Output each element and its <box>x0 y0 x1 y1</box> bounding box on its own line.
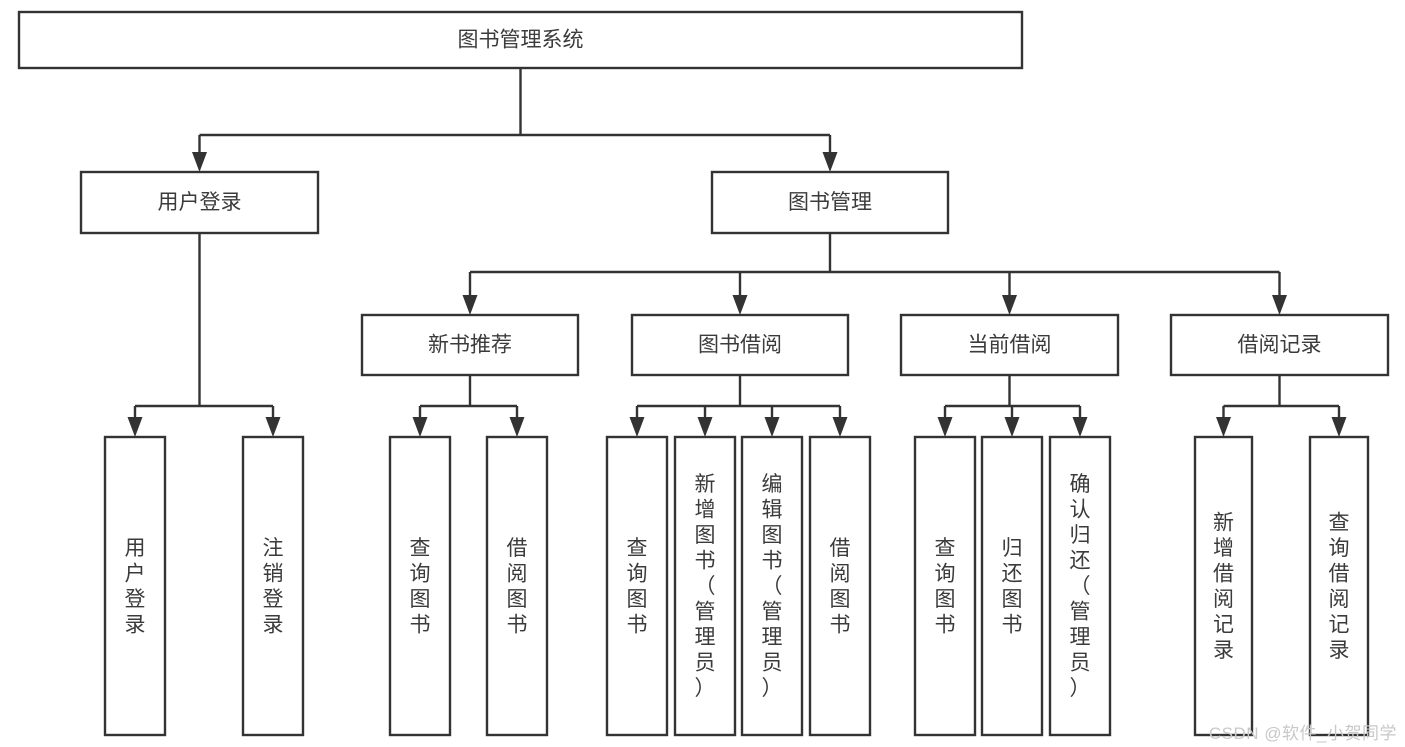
node-box <box>388 435 452 737</box>
node-box <box>1193 435 1254 737</box>
edges-layer <box>127 68 1347 437</box>
node-leaf-user-login[interactable]: 用户登录 <box>103 435 167 737</box>
node-box <box>605 435 669 737</box>
node-box <box>740 435 804 737</box>
node-leaf-add-book[interactable]: 新增图书（管理员） <box>673 435 737 737</box>
node-box <box>980 435 1044 737</box>
node-box <box>710 170 950 235</box>
node-leaf-borrow-book-1[interactable]: 借阅图书 <box>485 435 549 737</box>
node-label: 借阅图书 <box>830 537 851 637</box>
arrow-head-icon <box>462 295 478 315</box>
node-label: 确认归还（管理员） <box>1070 473 1091 700</box>
node-box <box>485 435 549 737</box>
node-label: 查询图书 <box>410 537 431 637</box>
node-leaf-query-book-3[interactable]: 查询图书 <box>913 435 977 737</box>
node-label: 编辑图书（管理员） <box>762 473 783 700</box>
node-book-borrow[interactable]: 图书借阅 <box>630 313 850 377</box>
arrow-head-icon <box>732 295 748 315</box>
node-box <box>673 435 737 737</box>
node-current-borrow[interactable]: 当前借阅 <box>899 313 1120 377</box>
node-box <box>241 435 305 737</box>
node-box <box>1308 435 1370 737</box>
edge-group-root <box>192 68 838 172</box>
node-box <box>103 435 167 737</box>
node-box <box>1169 313 1390 377</box>
arrow-head-icon <box>509 417 525 437</box>
arrow-head-icon <box>1004 417 1020 437</box>
arrow-head-icon <box>192 152 207 172</box>
nodes-layer: 图书管理系统用户登录图书管理新书推荐图书借阅当前借阅借阅记录用户登录注销登录查询… <box>17 10 1390 737</box>
node-leaf-query-book-1[interactable]: 查询图书 <box>388 435 452 737</box>
node-leaf-borrow-book-2[interactable]: 借阅图书 <box>808 435 872 737</box>
node-label: 借阅图书 <box>507 537 528 637</box>
node-leaf-edit-book[interactable]: 编辑图书（管理员） <box>740 435 804 737</box>
node-box <box>1048 435 1112 737</box>
node-new-book-rec[interactable]: 新书推荐 <box>360 313 580 377</box>
arrow-head-icon <box>1072 417 1088 437</box>
node-label: 归还图书 <box>1002 537 1023 637</box>
node-box <box>360 313 580 377</box>
node-box <box>913 435 977 737</box>
node-leaf-confirm-return[interactable]: 确认归还（管理员） <box>1048 435 1112 737</box>
arrow-head-icon <box>127 417 143 437</box>
node-label: 注销登录 <box>263 537 284 637</box>
node-leaf-query-record[interactable]: 查询借阅记录 <box>1308 435 1370 737</box>
csdn-watermark: CSDN @软件_小贺同学 <box>1208 724 1397 743</box>
node-label: 新增图书（管理员） <box>695 473 716 700</box>
arrow-head-icon <box>1272 295 1287 315</box>
edge-group-current-borrow <box>937 375 1088 437</box>
arrow-head-icon <box>1002 295 1017 315</box>
node-book-manage[interactable]: 图书管理 <box>710 170 950 235</box>
node-label: 当前借阅 <box>968 334 1052 357</box>
node-leaf-query-book-2[interactable]: 查询图书 <box>605 435 669 737</box>
node-user-login[interactable]: 用户登录 <box>79 170 320 235</box>
node-label: 用户登录 <box>158 191 242 214</box>
arrow-head-icon <box>822 152 838 172</box>
node-box <box>808 435 872 737</box>
node-label: 查询图书 <box>627 537 648 637</box>
node-leaf-return-book[interactable]: 归还图书 <box>980 435 1044 737</box>
arrow-head-icon <box>629 417 645 437</box>
arrow-head-icon <box>832 417 848 437</box>
node-leaf-add-record[interactable]: 新增借阅记录 <box>1193 435 1254 737</box>
arrow-head-icon <box>937 417 953 437</box>
edge-group-book-borrow <box>629 375 848 437</box>
edge-group-borrow-record <box>1216 375 1347 437</box>
edge-group-user-login <box>127 233 281 437</box>
node-label: 查询图书 <box>935 537 956 637</box>
node-leaf-logout[interactable]: 注销登录 <box>241 435 305 737</box>
node-borrow-record[interactable]: 借阅记录 <box>1169 313 1390 377</box>
arrow-head-icon <box>412 417 428 437</box>
arrow-head-icon <box>764 417 780 437</box>
node-box <box>630 313 850 377</box>
node-label: 新书推荐 <box>428 334 512 357</box>
node-box <box>899 313 1120 377</box>
node-label: 图书管理系统 <box>458 29 584 52</box>
node-root[interactable]: 图书管理系统 <box>17 10 1024 70</box>
node-label: 图书管理 <box>788 191 872 214</box>
arrow-head-icon <box>1216 417 1231 437</box>
edge-group-book-manage <box>462 233 1287 315</box>
arrow-head-icon <box>265 417 281 437</box>
arrow-head-icon <box>1331 417 1347 437</box>
node-box <box>17 10 1024 70</box>
arrow-head-icon <box>697 417 713 437</box>
node-label: 新增借阅记录 <box>1213 511 1234 662</box>
node-label: 用户登录 <box>125 537 146 637</box>
node-label: 借阅记录 <box>1238 334 1322 357</box>
edge-group-new-book-rec <box>412 375 525 437</box>
node-box <box>79 170 320 235</box>
node-label: 图书借阅 <box>698 334 782 357</box>
node-label: 查询借阅记录 <box>1329 511 1350 662</box>
